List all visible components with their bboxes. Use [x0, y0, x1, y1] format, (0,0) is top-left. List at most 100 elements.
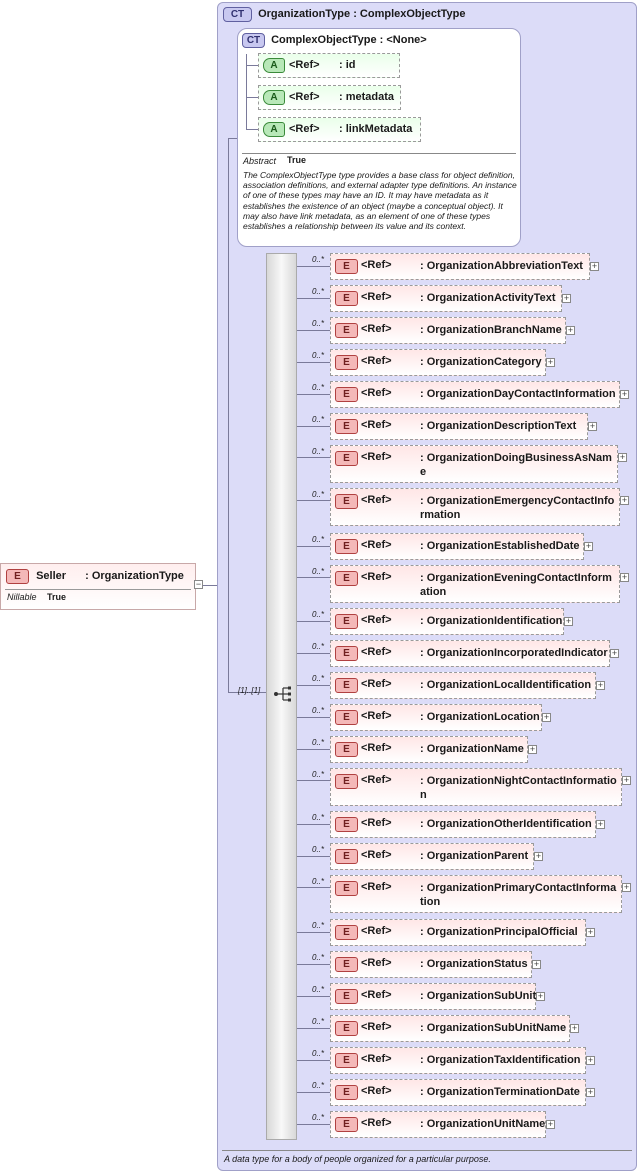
element-ref-box[interactable]: E<Ref>: OrganizationTaxIdentification: [330, 1047, 586, 1074]
connector-line: [297, 653, 330, 654]
element-ref-box[interactable]: E<Ref>: OrganizationEstablishedDate: [330, 533, 584, 560]
footer-divider: [222, 1150, 632, 1151]
element-badge-icon: E: [335, 1021, 358, 1036]
element-ref-box[interactable]: E<Ref>: OrganizationEmergencyContactInfo…: [330, 488, 620, 526]
expand-icon[interactable]: +: [566, 325, 575, 335]
attribute-link-metadata[interactable]: A <Ref> : linkMetadata: [258, 117, 421, 142]
abstract-label: Abstract: [243, 156, 277, 166]
element-ref: <Ref>: [361, 646, 392, 658]
expand-icon[interactable]: +: [570, 1023, 579, 1033]
element-ref-box[interactable]: E<Ref>: OrganizationNightContactInformat…: [330, 768, 622, 806]
expand-icon[interactable]: +: [618, 452, 627, 462]
nillable-label: Nillable: [7, 592, 37, 602]
element-ref-box[interactable]: E<Ref>: OrganizationEveningContactInform…: [330, 565, 620, 603]
element-name: : OrganizationIdentification: [420, 615, 563, 627]
element-badge-icon: E: [335, 849, 358, 864]
expand-icon[interactable]: +: [562, 293, 571, 303]
attribute-ref: <Ref>: [289, 59, 320, 71]
element-ref-box[interactable]: E<Ref>: OrganizationTerminationDate: [330, 1079, 586, 1106]
element-ref-box[interactable]: E<Ref>: OrganizationLocalIdentification: [330, 672, 596, 699]
expand-icon[interactable]: +: [586, 1087, 595, 1097]
element-ref-box[interactable]: E<Ref>: OrganizationCategory: [330, 349, 546, 376]
expand-icon[interactable]: +: [588, 421, 597, 431]
element-ref: <Ref>: [361, 571, 392, 583]
element-badge-icon: E: [6, 569, 29, 584]
element-ref-box[interactable]: E<Ref>: OrganizationStatus: [330, 951, 532, 978]
element-name: : OrganizationPrimaryContactInformation: [420, 882, 617, 908]
element-ref-box[interactable]: E<Ref>: OrganizationIncorporatedIndicato…: [330, 640, 610, 667]
attribute-name: : metadata: [339, 91, 395, 103]
element-name: : OrganizationEmergencyContactInformatio…: [420, 495, 615, 521]
attribute-ref: <Ref>: [289, 91, 320, 103]
element-ref-box[interactable]: E<Ref>: OrganizationPrincipalOfficial: [330, 919, 586, 946]
expand-icon[interactable]: +: [536, 991, 545, 1001]
expand-icon[interactable]: +: [622, 882, 631, 892]
expand-icon[interactable]: +: [546, 357, 555, 367]
expand-icon[interactable]: +: [586, 927, 595, 937]
element-badge-icon: E: [335, 1117, 358, 1132]
element-name: : OrganizationPrincipalOfficial: [420, 926, 578, 938]
element-name: : OrganizationLocalIdentification: [420, 679, 592, 691]
sequence-compositor-icon[interactable]: [273, 686, 293, 702]
element-ref-box[interactable]: E<Ref>: OrganizationDoingBusinessAsName: [330, 445, 618, 483]
expand-icon[interactable]: +: [610, 648, 619, 658]
expand-icon[interactable]: +: [564, 616, 573, 626]
element-ref-box[interactable]: E<Ref>: OrganizationName: [330, 736, 528, 763]
attribute-id[interactable]: A <Ref> : id: [258, 53, 400, 78]
expand-icon[interactable]: +: [596, 680, 605, 690]
seller-element[interactable]: E Seller : OrganizationType Nillable Tru…: [0, 563, 196, 610]
element-name: : OrganizationNightContactInformation: [420, 775, 617, 801]
expand-icon[interactable]: +: [620, 495, 629, 505]
element-ref-box[interactable]: E<Ref>: OrganizationOtherIdentification: [330, 811, 596, 838]
element-ref-box[interactable]: E<Ref>: OrganizationLocation: [330, 704, 542, 731]
element-cardinality: 0..*: [312, 953, 325, 962]
element-ref-box[interactable]: E<Ref>: OrganizationParent: [330, 843, 534, 870]
expand-icon[interactable]: +: [586, 1055, 595, 1065]
expand-icon[interactable]: +: [528, 744, 537, 754]
expand-icon[interactable]: +: [584, 541, 593, 551]
element-ref-box[interactable]: E<Ref>: OrganizationDescriptionText: [330, 413, 588, 440]
element-ref-box[interactable]: E<Ref>: OrganizationIdentification: [330, 608, 564, 635]
expand-icon[interactable]: +: [622, 775, 631, 785]
expand-icon[interactable]: +: [596, 819, 605, 829]
expand-icon[interactable]: +: [620, 572, 629, 582]
element-ref-box[interactable]: E<Ref>: OrganizationAbbreviationText: [330, 253, 590, 280]
complex-object-type-description: The ComplexObjectType type provides a ba…: [243, 170, 517, 232]
expand-icon[interactable]: +: [534, 851, 543, 861]
element-ref-box[interactable]: E<Ref>: OrganizationActivityText: [330, 285, 562, 312]
connector-line: [297, 824, 330, 825]
element-badge-icon: E: [335, 774, 358, 789]
element-ref-box[interactable]: E<Ref>: OrganizationPrimaryContactInform…: [330, 875, 622, 913]
connector-line: [297, 1028, 330, 1029]
element-ref-box[interactable]: E<Ref>: OrganizationBranchName: [330, 317, 566, 344]
seller-divider: [5, 589, 191, 590]
attribute-metadata[interactable]: A <Ref> : metadata: [258, 85, 401, 110]
connector-line: [297, 362, 330, 363]
element-ref-box[interactable]: E<Ref>: OrganizationUnitName: [330, 1111, 546, 1138]
seller-title: E Seller : OrganizationType: [6, 569, 184, 584]
element-cardinality: 0..*: [312, 383, 325, 392]
connector-line: [297, 266, 330, 267]
element-name: : OrganizationTerminationDate: [420, 1086, 580, 1098]
element-badge-icon: E: [335, 323, 358, 338]
element-ref: <Ref>: [361, 710, 392, 722]
element-cardinality: 0..*: [312, 1081, 325, 1090]
complex-object-type-name: ComplexObjectType : <None>: [271, 34, 427, 47]
expand-icon[interactable]: +: [532, 959, 541, 969]
element-badge-icon: E: [335, 925, 358, 940]
seller-collapse-icon[interactable]: −: [194, 579, 203, 589]
expand-icon[interactable]: +: [590, 261, 599, 271]
element-cardinality: 0..*: [312, 877, 325, 886]
connector-line: [297, 330, 330, 331]
expand-icon[interactable]: +: [620, 389, 629, 399]
element-ref-box[interactable]: E<Ref>: OrganizationDayContactInformatio…: [330, 381, 620, 408]
connector-line: [228, 138, 229, 693]
connector-line: [297, 887, 330, 888]
element-ref: <Ref>: [361, 881, 392, 893]
expand-icon[interactable]: +: [546, 1119, 555, 1129]
element-ref-box[interactable]: E<Ref>: OrganizationSubUnitName: [330, 1015, 570, 1042]
element-name: : OrganizationDescriptionText: [420, 420, 577, 432]
expand-icon[interactable]: +: [542, 712, 551, 722]
element-cardinality: 0..*: [312, 706, 325, 715]
element-ref-box[interactable]: E<Ref>: OrganizationSubUnit: [330, 983, 536, 1010]
